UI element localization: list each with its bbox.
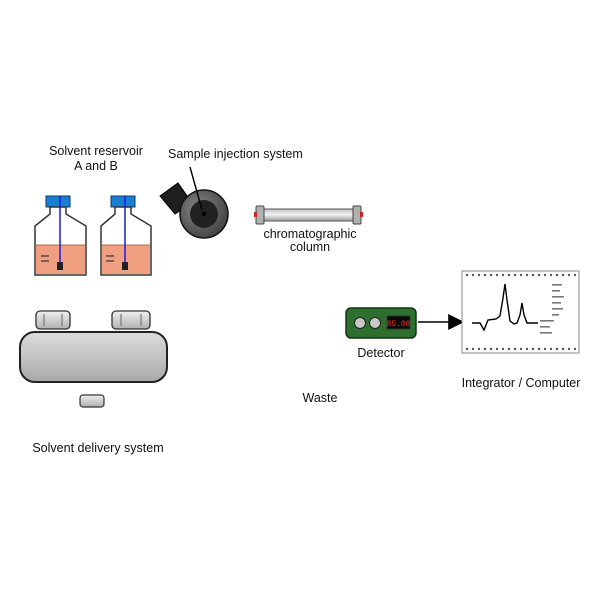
perforation-hole — [573, 347, 577, 351]
perforation-hole — [507, 273, 511, 277]
perforation-hole — [477, 347, 481, 351]
label-solvent-reservoir: Solvent reservoir — [49, 144, 143, 158]
perforation-hole — [555, 347, 559, 351]
print-mark — [540, 320, 554, 322]
tube-column-detector — [362, 215, 380, 308]
detector-knob — [369, 317, 381, 329]
print-mark — [540, 326, 550, 328]
label-detector: Detector — [357, 346, 404, 360]
perforation-hole — [573, 273, 577, 277]
print-mark — [552, 308, 563, 310]
tube-to-injector — [178, 240, 204, 423]
filter-icon — [57, 262, 63, 270]
print-mark — [552, 290, 560, 292]
label-integrator: Integrator / Computer — [462, 376, 581, 390]
chromatographic-column — [254, 205, 363, 225]
perforation-hole — [537, 347, 541, 351]
perforation-hole — [525, 273, 529, 277]
perforation-hole — [549, 273, 553, 277]
perforation-hole — [555, 273, 559, 277]
perforation-hole — [543, 347, 547, 351]
label-column: chromatographic — [263, 227, 356, 241]
perforation-hole — [519, 347, 523, 351]
perforation-hole — [525, 347, 529, 351]
label-solvent-reservoir-ab: A and B — [74, 159, 118, 173]
perforation-hole — [531, 347, 535, 351]
print-mark — [540, 332, 552, 334]
perforation-hole — [471, 273, 475, 277]
solvent-bottle-a — [34, 195, 87, 276]
perforation-hole — [465, 273, 469, 277]
print-mark — [552, 302, 561, 304]
perforation-hole — [537, 273, 541, 277]
pump-icon — [111, 310, 151, 330]
detector-knob — [354, 317, 366, 329]
perforation-hole — [531, 273, 535, 277]
detector: 85.00 — [345, 307, 417, 339]
detector-display-value: 85.00 — [386, 320, 410, 329]
perforation-hole — [519, 273, 523, 277]
perforation-hole — [471, 347, 475, 351]
perforation-hole — [465, 347, 469, 351]
perforation-hole — [567, 273, 571, 277]
perforation-hole — [513, 273, 517, 277]
injection-pointer — [189, 166, 203, 211]
perforation-hole — [477, 273, 481, 277]
solvent-bottle-b — [100, 195, 152, 276]
pump-head-b — [111, 310, 151, 330]
label-column-2: column — [290, 240, 330, 254]
sample-injector — [159, 166, 229, 239]
perforation-hole — [567, 347, 571, 351]
print-mark — [552, 296, 564, 298]
bottle-cap-icon — [110, 195, 136, 208]
perforation-hole — [507, 347, 511, 351]
perforation-hole — [489, 347, 493, 351]
solvent-liquid — [102, 245, 150, 274]
column-icon — [261, 208, 356, 222]
filter-icon — [122, 262, 128, 270]
perforation-hole — [549, 347, 553, 351]
print-mark — [552, 284, 562, 286]
print-mark — [552, 314, 559, 316]
perforation-hole — [561, 273, 565, 277]
perforation-hole — [501, 347, 505, 351]
label-solvent-delivery: Solvent delivery system — [32, 441, 163, 455]
perforation-hole — [513, 347, 517, 351]
chromatogram-printout-icon — [461, 270, 580, 354]
solvent-delivery-pump — [19, 331, 168, 383]
label-waste: Waste — [303, 391, 338, 405]
bottle-cap-icon — [45, 195, 71, 208]
perforation-hole — [495, 347, 499, 351]
tube-waste — [320, 322, 346, 390]
label-sample-injection: Sample injection system — [168, 147, 303, 161]
perforation-hole — [483, 273, 487, 277]
perforation-hole — [489, 273, 493, 277]
mixer-icon — [79, 394, 105, 408]
perforation-hole — [561, 347, 565, 351]
perforation-hole — [495, 273, 499, 277]
pump-head-a — [35, 310, 71, 330]
chromatogram-trace — [472, 283, 538, 332]
perforation-hole — [483, 347, 487, 351]
detector-display — [386, 315, 411, 330]
pump-icon — [35, 310, 71, 330]
perforation-hole — [501, 273, 505, 277]
perforation-hole — [543, 273, 547, 277]
